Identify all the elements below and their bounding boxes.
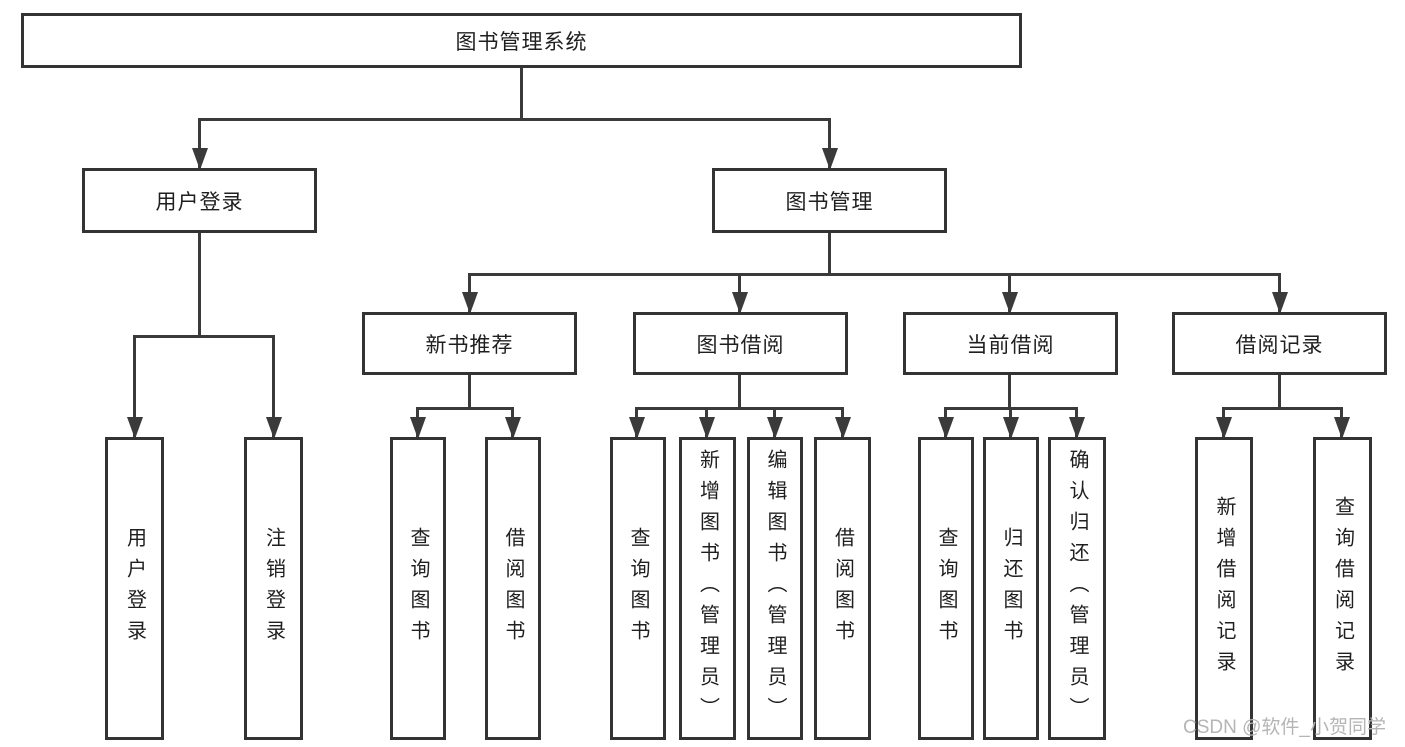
arrowhead-icon (126, 417, 143, 439)
connector-user-login-stem (198, 233, 201, 335)
connector-borrowing-records-hline (1222, 407, 1343, 410)
arrowhead-icon (937, 417, 954, 439)
connector-arrow-to-book-borrowing (731, 273, 748, 314)
connector-arrow-to-bb-borrow (834, 407, 851, 439)
node-label: 查询借阅记录 (1331, 495, 1354, 682)
node-label: 图书管理系统 (455, 30, 588, 54)
node-label: 图书管理 (785, 190, 874, 214)
connector-book-borrowing-stem (738, 375, 741, 407)
connector-arrow-to-cb-query (937, 407, 954, 439)
leaf-cb-return-books: 归还图书 (983, 437, 1039, 740)
connector-borrowing-records-stem (1278, 375, 1281, 407)
connector-arrow-to-current-borrowing (1001, 273, 1018, 314)
connector-arrow-to-nb-query (409, 407, 426, 439)
arrowhead-icon (834, 417, 851, 439)
leaf-nb-query-books: 查询图书 (390, 437, 446, 740)
arrowhead-icon (821, 148, 838, 170)
connector-arrow-to-leaf-logout (265, 335, 282, 439)
csdn-watermark: CSDN @软件_小贺同学 (1183, 717, 1386, 738)
arrowhead-icon (1002, 417, 1019, 439)
connector-user-login-hline (133, 335, 275, 338)
connector-arrow-to-br-add (1215, 407, 1232, 439)
connector-arrow-to-leaf-user-login (126, 335, 143, 439)
node-label: 图书借阅 (696, 333, 785, 357)
node-label: 新增图书（管理员） (696, 449, 719, 728)
node-new-book-recommend: 新书推荐 (362, 312, 577, 375)
node-label: 当前借阅 (966, 333, 1055, 357)
leaf-nb-borrow-books: 借阅图书 (485, 437, 541, 740)
node-label: 新书推荐 (425, 333, 514, 357)
arrowhead-icon (628, 417, 645, 439)
connector-current-borrowing-stem (1008, 375, 1011, 407)
connector-level1-hline (198, 118, 831, 121)
connector-arrow-to-cb-confirm (1068, 407, 1085, 439)
node-label: 归还图书 (1000, 526, 1022, 651)
node-current-borrowing: 当前借阅 (903, 312, 1118, 375)
leaf-bb-borrow-books: 借阅图书 (814, 437, 871, 740)
leaf-logout: 注销登录 (244, 437, 303, 740)
node-label: 借阅图书 (502, 526, 524, 651)
connector-new-book-recommend-hline (416, 407, 514, 410)
arrowhead-icon (504, 417, 521, 439)
leaf-bb-edit-books: 编辑图书（管理员） (747, 437, 803, 740)
node-label: 新增借阅记录 (1213, 495, 1235, 682)
arrowhead-icon (1271, 292, 1288, 314)
leaf-user-login: 用户登录 (105, 437, 164, 740)
connector-arrow-to-bb-query (628, 407, 645, 439)
connector-arrow-to-br-query (1333, 407, 1350, 439)
node-label: 确认归还（管理员） (1066, 449, 1088, 728)
leaf-bb-add-books: 新增图书（管理员） (679, 437, 736, 740)
leaf-br-add-record: 新增借阅记录 (1195, 437, 1253, 740)
arrowhead-icon (698, 417, 715, 439)
node-borrowing-records: 借阅记录 (1172, 312, 1387, 375)
connector-arrow-to-borrowing-records (1271, 273, 1288, 314)
node-label: 用户登录 (123, 526, 146, 651)
node-label: 借阅记录 (1235, 333, 1324, 357)
node-label: 查询图书 (627, 526, 649, 651)
connector-root-stem (520, 68, 523, 118)
leaf-cb-query-books: 查询图书 (918, 437, 974, 740)
arrowhead-icon (1068, 417, 1085, 439)
node-label: 用户登录 (155, 190, 244, 214)
connector-arrow-to-new-book-recommend (461, 273, 478, 314)
leaf-br-query-record: 查询借阅记录 (1313, 437, 1372, 740)
arrowhead-icon (1215, 417, 1232, 439)
node-root: 图书管理系统 (21, 13, 1022, 68)
leaf-cb-confirm-return: 确认归还（管理员） (1048, 437, 1106, 740)
node-book-borrowing: 图书借阅 (633, 312, 848, 375)
arrowhead-icon (461, 292, 478, 314)
arrowhead-icon (731, 292, 748, 314)
arrowhead-icon (1001, 292, 1018, 314)
arrowhead-icon (409, 417, 426, 439)
connector-arrow-to-book-management (821, 118, 838, 170)
node-label: 编辑图书（管理员） (764, 449, 786, 728)
arrowhead-icon (766, 417, 783, 439)
connector-arrow-to-nb-borrow (504, 407, 521, 439)
node-book-management: 图书管理 (712, 168, 947, 233)
node-label: 查询图书 (407, 526, 429, 651)
node-label: 查询图书 (935, 526, 957, 651)
connector-new-book-recommend-stem (468, 375, 471, 407)
connector-book-borrowing-hline (635, 407, 844, 410)
arrowhead-icon (265, 417, 282, 439)
connector-arrow-to-bb-add (698, 407, 715, 439)
connector-level2-hline (468, 273, 1281, 276)
arrowhead-icon (1333, 417, 1350, 439)
node-label: 借阅图书 (831, 526, 854, 651)
leaf-bb-query-books: 查询图书 (610, 437, 666, 740)
node-user-login: 用户登录 (82, 168, 317, 233)
connector-book-management-stem (828, 233, 831, 273)
connector-arrow-to-user-login (191, 118, 208, 170)
connector-arrow-to-cb-return (1002, 407, 1019, 439)
connector-arrow-to-bb-edit (766, 407, 783, 439)
arrowhead-icon (191, 148, 208, 170)
node-label: 注销登录 (262, 526, 285, 651)
